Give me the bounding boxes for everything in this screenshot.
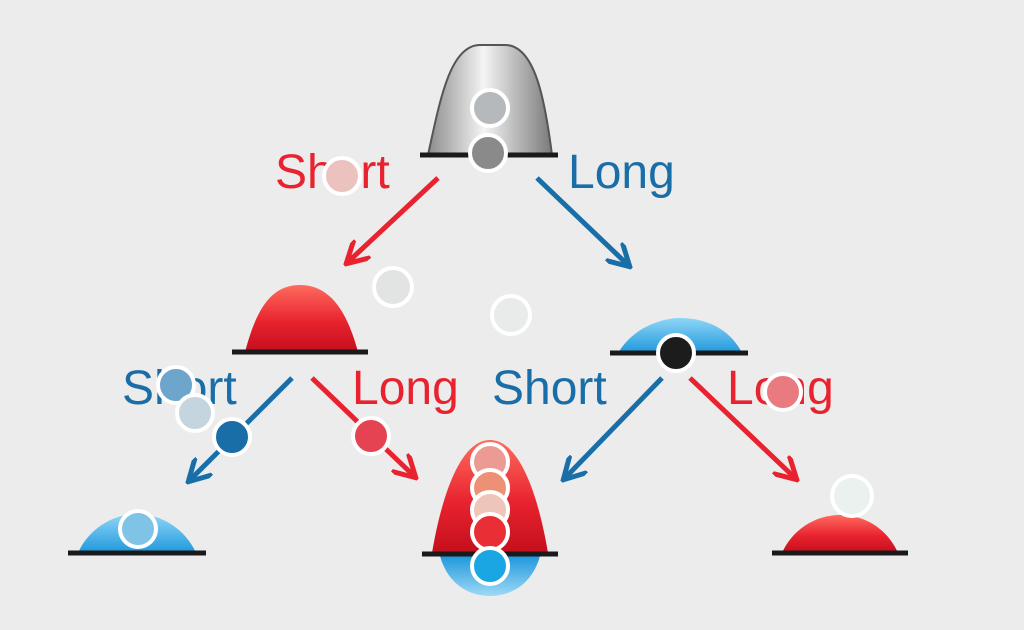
marker-dot[interactable] [470, 546, 510, 586]
mid-left-red-distribution [232, 285, 368, 355]
marker-dot[interactable] [322, 156, 362, 196]
marker-dot[interactable] [175, 393, 215, 433]
arrow-short-top [348, 176, 440, 262]
marker-dot[interactable] [468, 133, 508, 173]
marker-dot[interactable] [470, 512, 510, 552]
arrow-long-top [535, 176, 628, 265]
marker-layer [118, 88, 874, 586]
label-long-top: Long [568, 146, 675, 199]
arrow-short-mid-right [565, 376, 664, 478]
marker-dot[interactable] [212, 417, 252, 457]
marker-dot[interactable] [830, 474, 874, 518]
marker-dot[interactable] [763, 372, 803, 412]
marker-dot[interactable] [372, 266, 414, 308]
arrow-long-mid-right [688, 376, 795, 478]
marker-dot[interactable] [656, 333, 696, 373]
label-long-mid-left: Long [352, 362, 459, 415]
marker-dot[interactable] [470, 88, 510, 128]
marker-dot[interactable] [118, 509, 158, 549]
marker-dot[interactable] [351, 416, 391, 456]
bottom-right-red-distribution [772, 515, 908, 556]
label-short-mid-right: Short [492, 362, 607, 415]
marker-dot[interactable] [156, 365, 196, 405]
marker-dot[interactable] [490, 294, 532, 336]
